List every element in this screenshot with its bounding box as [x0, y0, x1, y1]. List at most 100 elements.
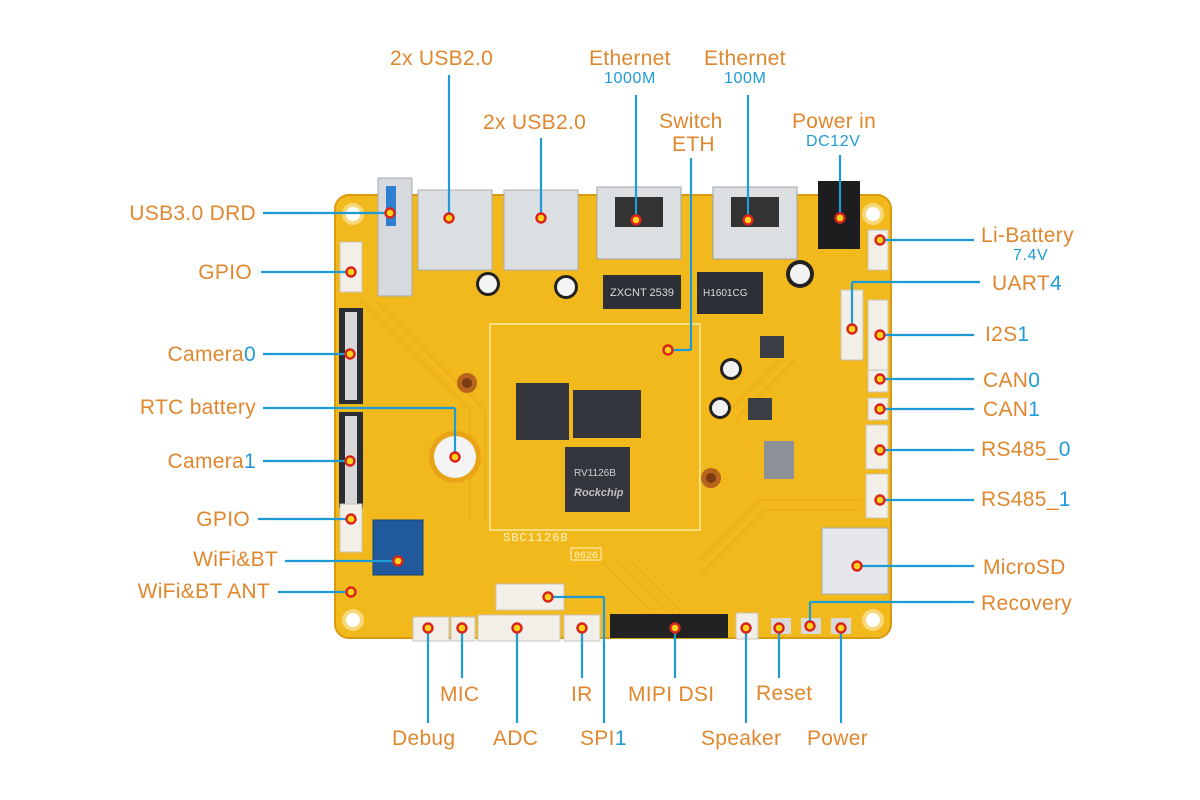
label-spi1-text: SPI — [580, 727, 615, 750]
label-can0-num: 0 — [1028, 369, 1041, 392]
label-can1-text: CAN — [983, 398, 1029, 421]
label-mipi-dsi: MIPI DSI — [628, 683, 715, 706]
label-eth1000-speed: 1000M — [604, 70, 656, 87]
marker-rs485-0 — [874, 444, 886, 456]
marker-debug — [422, 622, 434, 634]
label-adc: ADC — [493, 727, 539, 750]
eth-transformer-1 — [603, 275, 681, 309]
marker-switch-eth — [662, 344, 674, 356]
emmc-chip — [516, 383, 569, 440]
label-gpio-bottom: GPIO — [196, 508, 250, 531]
label-power: Power — [807, 727, 869, 750]
marker-eth100 — [742, 214, 754, 226]
label-i2s1-num: 1 — [1017, 323, 1030, 346]
board-name-silkscreen: SBC1126B — [503, 531, 569, 545]
core-module — [489, 323, 701, 531]
label-uart4-num: 4 — [1050, 272, 1062, 295]
label-ir: IR — [571, 683, 593, 706]
label-speaker: Speaker — [701, 727, 782, 750]
markers — [344, 207, 886, 634]
label-camera1-text: Camera — [167, 450, 245, 473]
label-rs485-0-text: RS485_ — [981, 438, 1059, 461]
marker-gpio-top — [345, 266, 357, 278]
label-rs485-1-text: RS485_ — [981, 488, 1059, 511]
label-camera1-num: 1 — [244, 450, 256, 473]
label-reset: Reset — [756, 682, 813, 705]
label-mic: MIC — [440, 683, 480, 706]
label-rs485-0-num: 0 — [1058, 438, 1071, 461]
ddr-chip — [573, 390, 641, 438]
marker-i2s1 — [874, 329, 886, 341]
marker-gpio-bottom — [345, 513, 357, 525]
marker-microsd — [851, 560, 863, 572]
label-eth100-speed: 100M — [724, 70, 767, 87]
label-camera0-text: Camera — [167, 343, 245, 366]
marker-mic — [456, 622, 468, 634]
marker-camera1 — [344, 455, 356, 467]
label-eth1000: Ethernet — [589, 47, 671, 70]
marker-wifibt-ant — [345, 586, 357, 598]
label-usb20-a: 2x USB2.0 — [390, 47, 494, 70]
marker-camera0 — [344, 348, 356, 360]
marker-speaker — [740, 622, 752, 634]
marker-rtc — [449, 451, 461, 463]
marker-usb30 — [384, 207, 396, 219]
label-can0-text: CAN — [983, 369, 1029, 392]
wifi-bt-module — [372, 519, 424, 576]
label-usb30: USB3.0 DRD — [129, 202, 256, 225]
marker-adc — [511, 622, 523, 634]
label-wifibt: WiFi&BT — [193, 548, 278, 571]
label-li-battery: Li-Battery — [981, 224, 1074, 247]
label-uart4: UART4 — [992, 273, 1062, 294]
marker-li-battery — [874, 234, 886, 246]
label-eth100: Ethernet — [704, 47, 786, 70]
label-i2s1: I2S1 — [985, 324, 1029, 345]
label-i2s1-text: I2S — [985, 323, 1018, 346]
gpio-header-bottom — [339, 503, 363, 553]
marker-usb20-a — [443, 212, 455, 224]
soc-brand: Rockchip — [574, 487, 624, 499]
label-wifibt-ant: WiFi&BT ANT — [137, 580, 270, 603]
leader-lines — [258, 75, 980, 723]
marker-power-in — [834, 212, 846, 224]
label-rs485-1: RS485_1 — [981, 489, 1071, 510]
label-camera1: Camera1 — [168, 451, 256, 472]
label-spi1-num: 1 — [614, 727, 627, 750]
marker-can1 — [874, 403, 886, 415]
label-camera0-num: 0 — [244, 343, 256, 366]
label-debug: Debug — [392, 727, 456, 750]
label-can1: CAN1 — [983, 399, 1040, 420]
label-can0: CAN0 — [983, 370, 1040, 391]
eth-chip-1-marking: ZXCNT 2539 — [610, 287, 674, 299]
eth-chip-2-marking: H1601CG — [703, 288, 748, 299]
label-power-in-voltage: DC12V — [806, 133, 861, 150]
label-switch-eth: Switch — [659, 110, 723, 133]
label-power-in: Power in — [792, 110, 877, 133]
marker-usb20-b — [535, 212, 547, 224]
label-can1-num: 1 — [1028, 398, 1041, 421]
label-rs485-0: RS485_0 — [981, 439, 1071, 460]
marker-reset — [773, 622, 785, 634]
marker-mipi-dsi — [669, 622, 681, 634]
label-usb20-b: 2x USB2.0 — [483, 111, 587, 134]
marker-power — [835, 622, 847, 634]
eth-transformer-2 — [697, 272, 763, 314]
marker-ir — [576, 622, 588, 634]
mipi-dsi-header — [610, 614, 728, 638]
marker-eth1000 — [630, 214, 642, 226]
label-rtc: RTC battery — [139, 396, 256, 419]
marker-wifibt — [392, 555, 404, 567]
marker-can0 — [874, 373, 886, 385]
label-recovery: Recovery — [981, 592, 1073, 615]
marker-uart4 — [846, 323, 858, 335]
label-spi1: SPI1 — [580, 728, 627, 749]
soc-marking: RV1126B — [574, 468, 616, 479]
label-li-battery-voltage: 7.4V — [1013, 247, 1049, 264]
label-switch-eth-line2: ETH — [672, 133, 715, 156]
label-camera0: Camera0 — [168, 344, 256, 365]
marker-recovery — [804, 620, 816, 632]
label-gpio-top: GPIO — [198, 261, 252, 284]
marker-rs485-1 — [874, 494, 886, 506]
label-rs485-1-num: 1 — [1058, 488, 1071, 511]
